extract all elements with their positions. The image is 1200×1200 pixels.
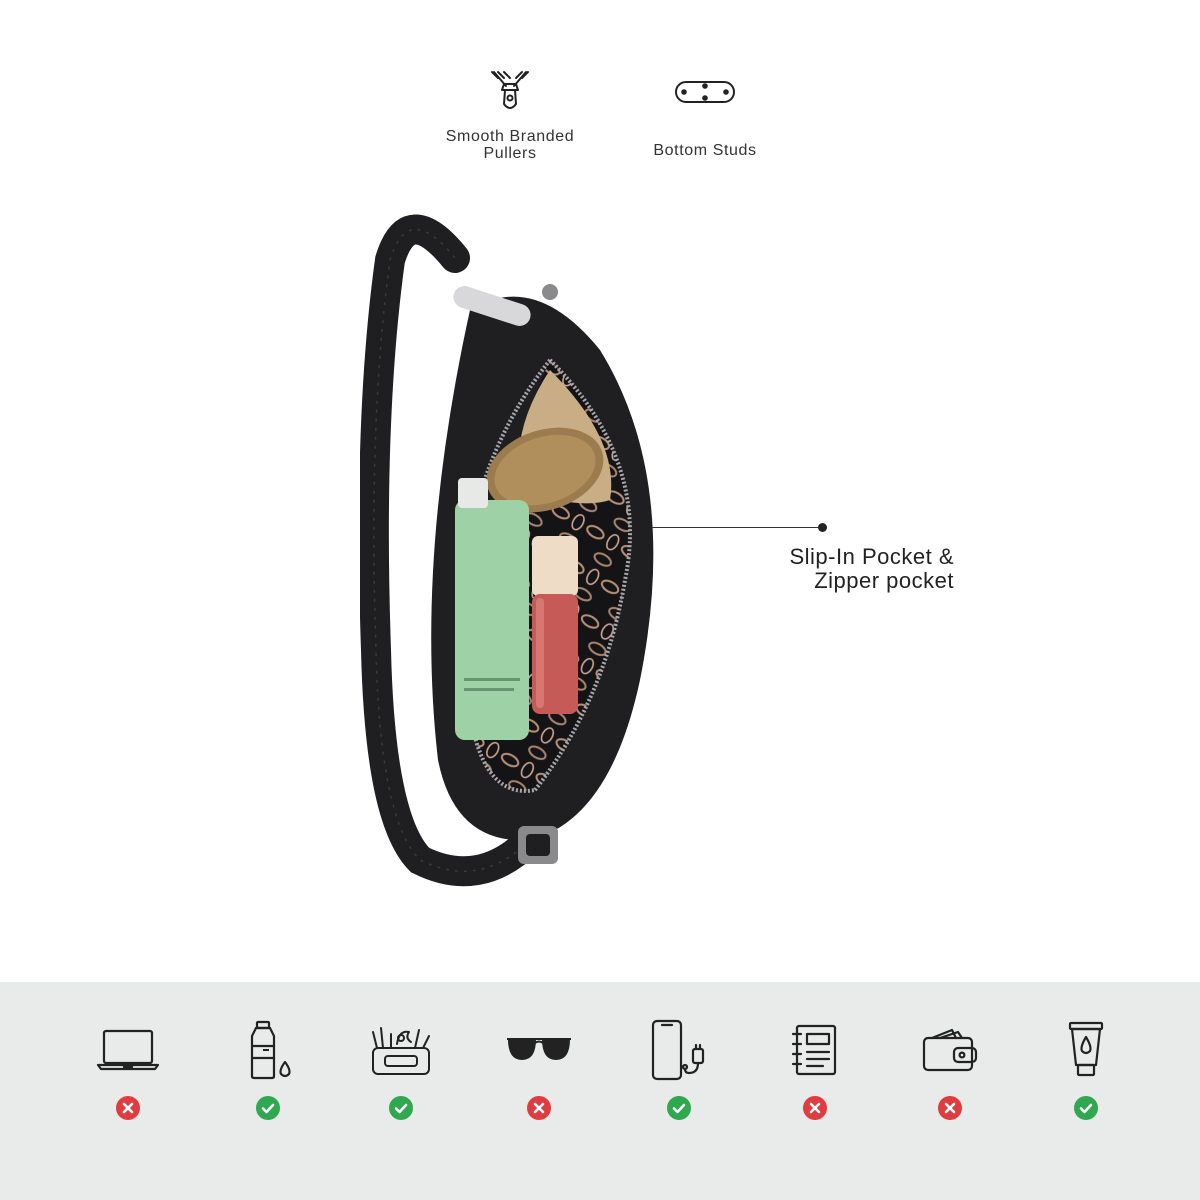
status-not-fit-icon [938, 1096, 962, 1120]
feature-label-pullers: Smooth Branded Pullers [445, 128, 575, 162]
fit-item-water-bottle [218, 1018, 318, 1128]
water-bottle-icon [250, 1020, 291, 1080]
fit-guide-band [0, 982, 1200, 1200]
feature-label-studs: Bottom Studs [653, 142, 757, 159]
callout-dot [818, 523, 827, 532]
fit-item-sunglasses [489, 1018, 589, 1128]
status-not-fit-icon [803, 1096, 827, 1120]
status-not-fit-icon [116, 1096, 140, 1120]
lotion-tube-icon [1068, 1021, 1104, 1077]
status-fits-icon [389, 1096, 413, 1120]
feature-branded-pullers: Smooth Branded Pullers [420, 68, 600, 162]
fit-item-wallet [900, 1018, 1000, 1128]
wallet-icon [922, 1028, 978, 1072]
status-fits-icon [256, 1096, 280, 1120]
laptop-icon [96, 1029, 160, 1071]
fit-item-notebook [765, 1018, 865, 1128]
zipper-puller-icon [491, 71, 529, 109]
status-not-fit-icon [527, 1096, 551, 1120]
fit-item-phone-charger [629, 1018, 729, 1128]
fit-item-laptop [78, 1018, 178, 1128]
status-fits-icon [667, 1096, 691, 1120]
bottom-studs-icon [675, 81, 735, 103]
face-mist-bottle [455, 500, 529, 740]
bag-image [360, 214, 654, 887]
makeup-kit-icon [372, 1027, 430, 1075]
lip-gloss [532, 536, 578, 596]
fit-item-makeup-kit [351, 1018, 451, 1128]
notebook-icon [791, 1024, 837, 1076]
sunglasses-icon [507, 1038, 571, 1060]
status-fits-icon [1074, 1096, 1098, 1120]
fit-item-lotion-tube [1036, 1018, 1136, 1128]
callout-line [652, 527, 822, 528]
phone-charger-icon [651, 1019, 705, 1081]
callout-slip-in-pocket: Slip-In Pocket & Zipper pocket [789, 544, 954, 593]
feature-bottom-studs: Bottom Studs [620, 78, 790, 159]
